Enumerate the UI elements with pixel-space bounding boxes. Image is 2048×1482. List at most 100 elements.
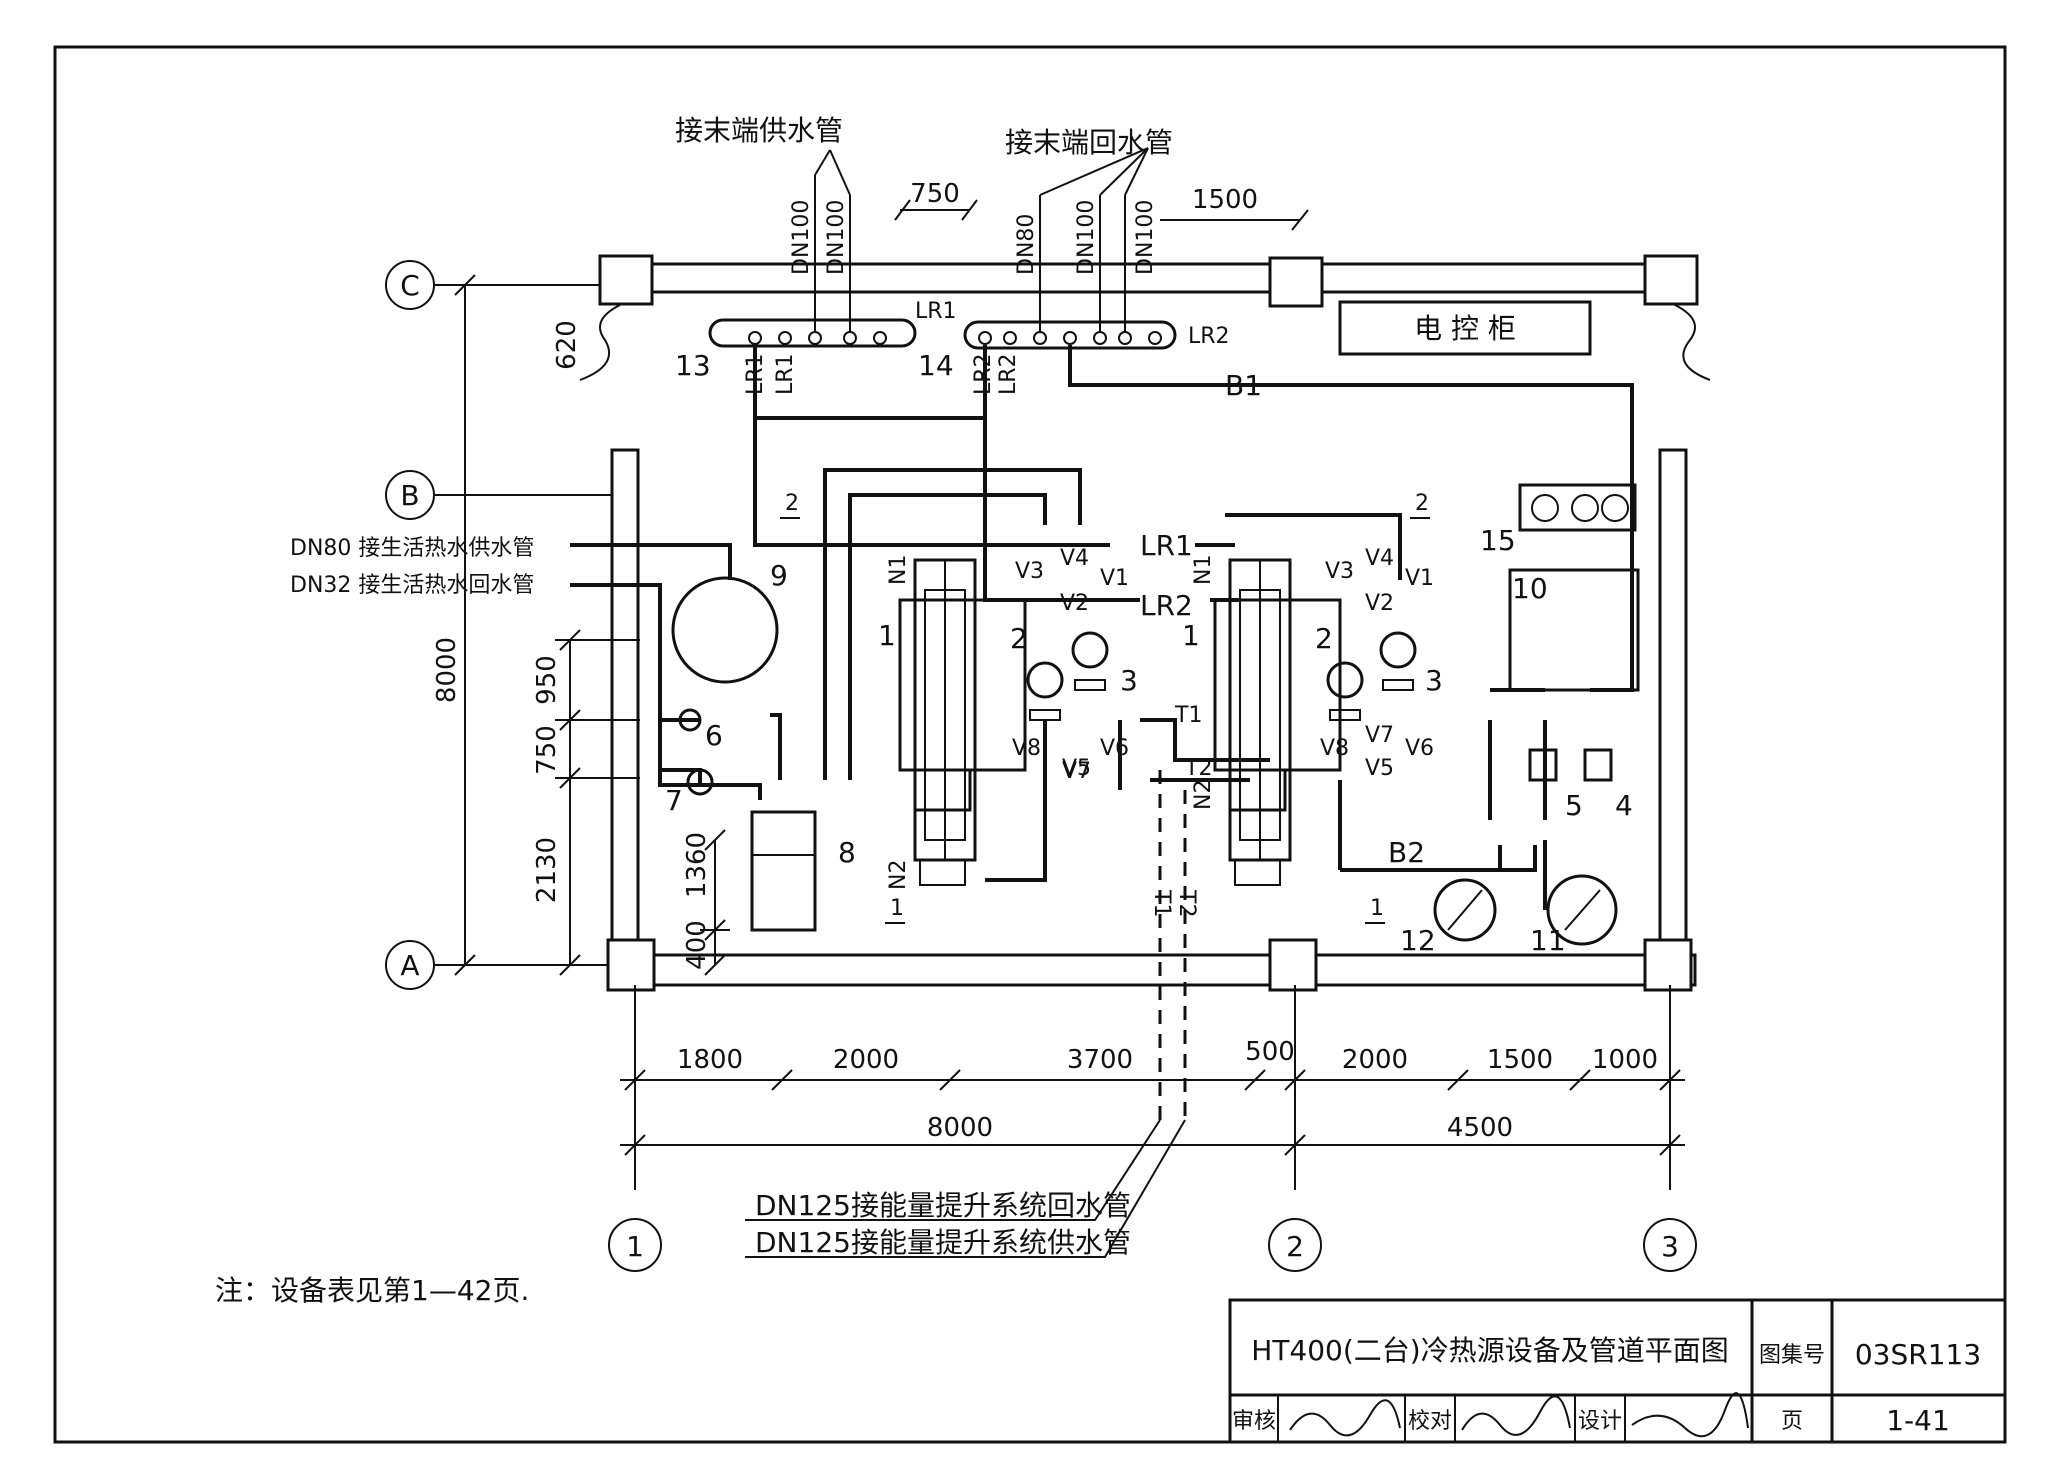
axis-3-bubble <box>1643 1218 1697 1272</box>
lr1-pipe-label: LR1 <box>1140 529 1193 562</box>
v4-right: V4 <box>1365 546 1394 571</box>
axis-a-label: A <box>400 949 419 982</box>
axis-2-bubble <box>1268 1218 1322 1272</box>
return-terminal-label: 接末端回水管 <box>1005 126 1173 159</box>
v7-right: V7 <box>1365 723 1394 748</box>
item-8: 8 <box>838 836 856 869</box>
dn100-supply-b: DN100 <box>824 200 849 275</box>
n2-left: N2 <box>886 860 911 890</box>
n1-right: N1 <box>1191 555 1216 585</box>
v2-right: V2 <box>1365 591 1394 616</box>
axis-b-label: B <box>400 479 419 512</box>
t2-chiller-label: T2 <box>1184 756 1212 781</box>
chiller-unit-right <box>1213 558 1342 886</box>
review-label: 审核 <box>1232 1409 1276 1434</box>
n2-right: N2 <box>1191 780 1216 810</box>
axis-c-bubble <box>385 260 435 310</box>
t1-chiller-label: T1 <box>1174 703 1202 728</box>
dim-950: 950 <box>532 655 562 705</box>
section-marks: 2 2 1 1 <box>780 491 1430 924</box>
dim-8000-vertical: 8000 <box>432 637 462 703</box>
item-11: 11 <box>1530 924 1566 957</box>
lr2-pipe-label: LR2 <box>1140 589 1193 622</box>
domestic-return-label: DN32 接生活热水回水管 <box>290 573 534 598</box>
v4-left: V4 <box>1060 546 1089 571</box>
axis-1-label: 1 <box>626 1230 644 1263</box>
v3-right: V3 <box>1325 559 1354 584</box>
valve-labels: N1 N2 N1 N2 V3 V4 V1 V2 V7 V8 V6 V5 V3 V… <box>886 546 1434 890</box>
svg-text:2: 2 <box>1415 491 1429 516</box>
item-3-right: 3 <box>1425 664 1443 697</box>
v6-left: V6 <box>1100 736 1129 761</box>
drawing-frame <box>53 45 2007 1444</box>
grid-axes: C B A 1 2 3 <box>385 260 1697 1272</box>
tank-12 <box>1433 878 1497 942</box>
v5-right: V5 <box>1365 756 1394 781</box>
dim-750-vertical: 750 <box>532 725 562 775</box>
domestic-supply-label: DN80 接生活热水供水管 <box>290 536 534 561</box>
svg-text:1: 1 <box>890 896 904 921</box>
unit-10 <box>1508 568 1640 692</box>
v6-right: V6 <box>1405 736 1434 761</box>
building-walls <box>520 254 1711 992</box>
reviewer-signature <box>1289 1399 1401 1437</box>
pump-4 <box>1583 748 1613 782</box>
b1-label: B1 <box>1225 369 1262 402</box>
page-number: 1-41 <box>1886 1404 1950 1437</box>
page-label: 页 <box>1781 1409 1803 1434</box>
designer-signature <box>1631 1392 1749 1438</box>
dim-1500-top: 1500 <box>1192 185 1258 215</box>
axis-3-label: 3 <box>1661 1230 1679 1263</box>
item-12: 12 <box>1400 924 1436 957</box>
pump-5 <box>1528 748 1558 782</box>
pumps-left <box>1026 631 1109 721</box>
item-15: 15 <box>1480 524 1516 557</box>
terminal-risers: 接末端供水管 接末端回水管 DN100 DN100 DN80 DN100 DN1… <box>675 114 1173 332</box>
dim-3700: 3700 <box>1067 1045 1133 1075</box>
dim-1360: 1360 <box>682 832 712 898</box>
dim-8000-horizontal: 8000 <box>927 1113 993 1143</box>
equipment-note: 注：设备表见第1—42页. <box>215 1274 529 1307</box>
v7-left: V7 <box>1062 759 1091 784</box>
n1-left: N1 <box>886 555 911 585</box>
v3-left: V3 <box>1015 559 1044 584</box>
lr2-header-label: LR2 <box>1188 324 1230 349</box>
item-5: 5 <box>1565 789 1583 822</box>
energy-return-label: DN125接能量提升系统回水管 <box>755 1189 1131 1222</box>
dn100-return-a: DN100 <box>1074 200 1099 275</box>
svg-text:2: 2 <box>785 491 799 516</box>
dn100-supply-a: DN100 <box>789 200 814 275</box>
item-14: 14 <box>918 349 954 382</box>
tank-9 <box>671 576 779 684</box>
axis-2-label: 2 <box>1286 1230 1304 1263</box>
atlas-label: 图集号 <box>1759 1343 1825 1368</box>
design-label: 设计 <box>1578 1409 1622 1434</box>
pump-6 <box>678 708 702 732</box>
item-9: 9 <box>770 559 788 592</box>
item-13: 13 <box>675 349 711 382</box>
v1-right: V1 <box>1405 566 1434 591</box>
tank-8 <box>750 810 817 932</box>
dim-500: 500 <box>1245 1037 1295 1067</box>
dim-400: 400 <box>682 920 712 970</box>
dim-2000-second: 2000 <box>1342 1045 1408 1075</box>
item-7: 7 <box>665 784 683 817</box>
item-6: 6 <box>705 719 723 752</box>
unit-15 <box>1518 483 1637 532</box>
title-block: HT400(二台)冷热源设备及管道平面图 图集号 03SR113 审核 校对 设… <box>1228 1298 2007 1444</box>
dim-750-top: 750 <box>910 179 960 209</box>
dim-1800: 1800 <box>677 1045 743 1075</box>
atlas-number: 03SR113 <box>1855 1338 1981 1371</box>
item-numbers: 1 1 2 2 3 3 4 5 6 7 8 9 10 11 12 13 14 1… <box>665 349 1633 957</box>
pump-7 <box>686 768 714 796</box>
v2-left: V2 <box>1060 591 1089 616</box>
t1-label: T1 <box>1149 889 1174 917</box>
lr1-drop-b: LR1 <box>773 353 798 395</box>
pumps-right <box>1326 631 1417 721</box>
lr1-header-label: LR1 <box>915 299 957 324</box>
axis-1-bubble <box>608 1218 662 1272</box>
svg-text:1: 1 <box>1370 896 1384 921</box>
dim-2130: 2130 <box>532 837 562 903</box>
item-1-left: 1 <box>878 619 896 652</box>
control-cabinet <box>1338 300 1592 356</box>
